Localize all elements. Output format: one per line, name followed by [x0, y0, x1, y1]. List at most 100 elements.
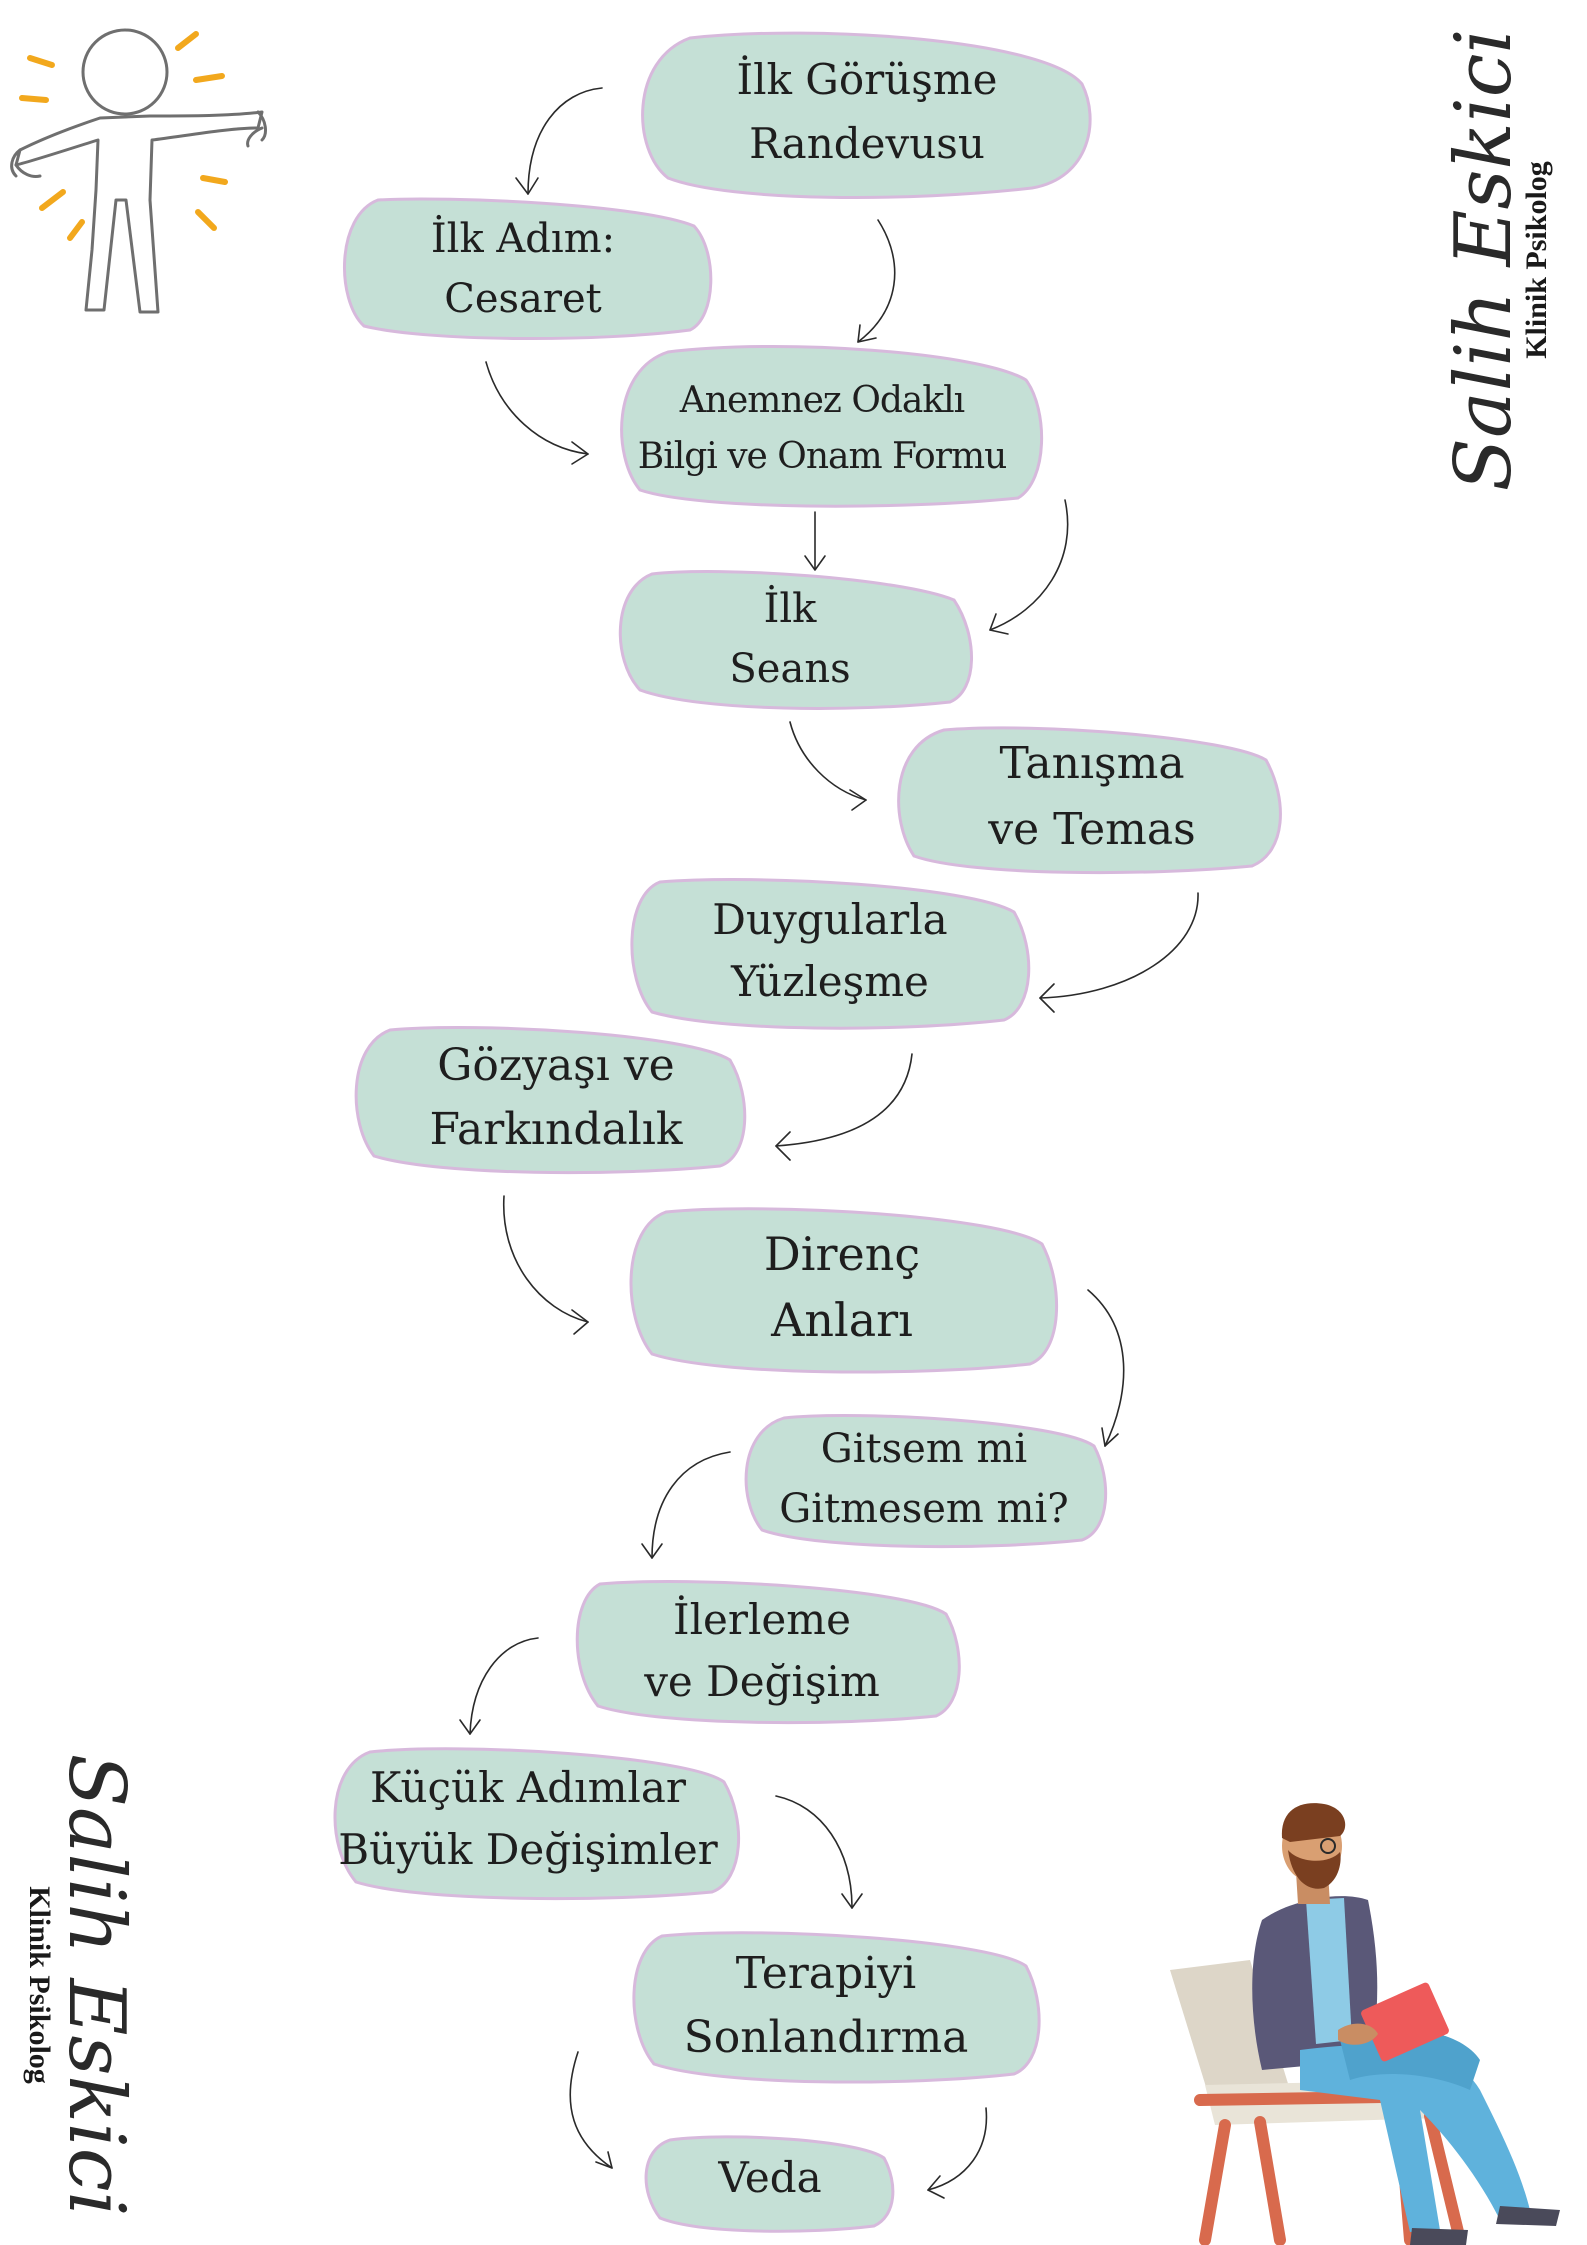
hand-right — [246, 110, 267, 148]
cheerful-figure-illustration — [10, 28, 267, 314]
arrow-11 — [641, 1451, 731, 1559]
svg-text:Gitsem mi: Gitsem mi — [821, 1426, 1027, 1472]
arrow-1 — [515, 87, 603, 195]
svg-text:ve Değişim: ve Değişim — [643, 1657, 880, 1706]
body — [14, 110, 264, 314]
ray — [195, 209, 217, 231]
node-label-line: Duygularla — [712, 895, 947, 944]
stick-person — [10, 28, 267, 314]
ray — [67, 219, 85, 241]
node-label-line: Anemnez Odaklı — [679, 380, 965, 421]
svg-text:Büyük Değişimler: Büyük Değişimler — [338, 1825, 718, 1874]
node-label-line: Küçük Adımlar — [370, 1763, 687, 1812]
trousers — [1300, 2044, 1530, 2232]
node-label-line: Gitsem mi — [821, 1426, 1027, 1472]
node-label-line: Terapiyi — [736, 1948, 916, 1999]
shoe — [1410, 2228, 1468, 2245]
arrow-9 — [503, 1195, 589, 1335]
beard — [1288, 1850, 1341, 1889]
svg-text:Direnç: Direnç — [764, 1227, 920, 1281]
node-gitsem-mi-gitmesem-mi: Gitsem mi Gitmesem mi? — [744, 1414, 1108, 1549]
psychologist-illustration — [1170, 1803, 1560, 2245]
arrow-6 — [789, 721, 867, 811]
node-direnc-anlari: Direnç Anları — [629, 1207, 1059, 1374]
chair-leg — [1254, 2116, 1286, 2245]
node-duygularla-yuzlesme: Duygularla Yüzleşme — [630, 878, 1031, 1030]
glasses-icon — [1320, 1838, 1336, 1854]
node-veda: Veda — [644, 2135, 895, 2233]
shirt — [1306, 1898, 1352, 2044]
node-label-line: Anları — [770, 1293, 913, 1347]
node-label-line: Randevusu — [749, 119, 985, 168]
arrow-3 — [485, 361, 589, 465]
shoe — [1496, 2206, 1560, 2226]
node-tanisma-ve-temas: Tanışma ve Temas — [897, 726, 1282, 875]
node-label-line: ve Temas — [987, 804, 1195, 855]
hair — [1281, 1803, 1346, 1842]
ray — [19, 95, 49, 103]
svg-text:Duygularla: Duygularla — [712, 895, 947, 944]
svg-text:Anemnez Odaklı: Anemnez Odaklı — [679, 380, 965, 421]
node-gozyasi-ve-farkindalik: Gözyaşı ve Farkındalık — [354, 1026, 747, 1175]
svg-text:Gözyaşı ve: Gözyaşı ve — [437, 1040, 674, 1091]
arrow-4 — [804, 511, 826, 571]
node-label-line: İlk — [764, 585, 818, 632]
clipboard — [1361, 1982, 1449, 2062]
hand-left — [10, 148, 42, 178]
node-label-line: Seans — [729, 646, 850, 692]
svg-text:Cesaret: Cesaret — [444, 276, 602, 322]
node-ilk-gorusme-randevusu: İlk Görüşme Randevusu — [641, 31, 1092, 199]
hand — [1338, 2023, 1378, 2045]
flow-nodes: İlk Görüşme Randevusu İlk Adım: Cesaret … — [333, 31, 1282, 2233]
node-label-line: Gitmesem mi? — [779, 1486, 1068, 1532]
arrow-13 — [775, 1795, 863, 1909]
node-ilerleme-ve-degisim: İlerleme ve Değişim — [575, 1580, 961, 1725]
node-label-line: Direnç — [764, 1227, 920, 1281]
signature-label: Klinik Psikolog — [23, 1886, 56, 2084]
svg-text:Veda: Veda — [717, 2153, 821, 2202]
node-anemnez-odakli: Anemnez Odaklı Bilgi ve Onam Formu — [620, 345, 1043, 508]
node-label-line: Bilgi ve Onam Formu — [638, 436, 1007, 477]
chair-leg — [1199, 2119, 1231, 2245]
node-label-line: ve Değişim — [643, 1657, 880, 1706]
arrow-12 — [459, 1637, 539, 1735]
arrow-10 — [1087, 1289, 1125, 1447]
node-label-line: İlerleme — [673, 1594, 851, 1644]
signature-script: Salih Eskici — [51, 1754, 141, 2217]
ray — [175, 31, 199, 51]
ray — [27, 55, 55, 68]
svg-text:Bilgi ve Onam Formu: Bilgi ve Onam Formu — [638, 436, 1007, 477]
node-label-line: Gözyaşı ve — [437, 1040, 674, 1091]
svg-text:Seans: Seans — [729, 646, 850, 692]
svg-text:Randevusu: Randevusu — [749, 119, 985, 168]
arrow-7 — [1039, 892, 1199, 1013]
svg-text:Sonlandırma: Sonlandırma — [684, 2012, 969, 2063]
ray — [193, 73, 225, 83]
arrow-2 — [857, 219, 896, 343]
node-label-line: Farkındalık — [429, 1104, 682, 1155]
node-label-line: Yüzleşme — [730, 957, 929, 1006]
arrow-15 — [927, 2107, 988, 2199]
svg-text:Yüzleşme: Yüzleşme — [730, 957, 929, 1006]
svg-text:ve Temas: ve Temas — [987, 804, 1195, 855]
node-label-line: Büyük Değişimler — [338, 1825, 718, 1874]
node-kucuk-adimlar: Küçük Adımlar Büyük Değişimler — [333, 1747, 741, 1901]
svg-text:İlk: İlk — [764, 585, 818, 632]
svg-text:Anları: Anları — [770, 1293, 913, 1347]
node-ilk-adim-cesaret: İlk Adım: Cesaret — [343, 197, 713, 341]
node-label-line: İlk Adım: — [431, 215, 615, 262]
signature-label: Klinik Psikolog — [1520, 161, 1553, 359]
head — [81, 28, 169, 116]
arrow-5 — [989, 499, 1069, 635]
signature-bottom-left: Salih Eskici Klinik Psikolog — [23, 1754, 141, 2217]
svg-text:Küçük Adımlar: Küçük Adımlar — [370, 1763, 687, 1812]
node-label-line: İlk Görüşme — [736, 54, 997, 104]
svg-text:Terapiyi: Terapiyi — [736, 1948, 916, 1999]
node-label-line: Cesaret — [444, 276, 602, 322]
sun-rays — [19, 31, 228, 241]
ray — [200, 175, 228, 185]
svg-text:İlerleme: İlerleme — [673, 1594, 851, 1644]
ray — [39, 189, 66, 211]
node-ilk-seans: İlk Seans — [618, 570, 973, 710]
arrow-8 — [775, 1053, 913, 1161]
